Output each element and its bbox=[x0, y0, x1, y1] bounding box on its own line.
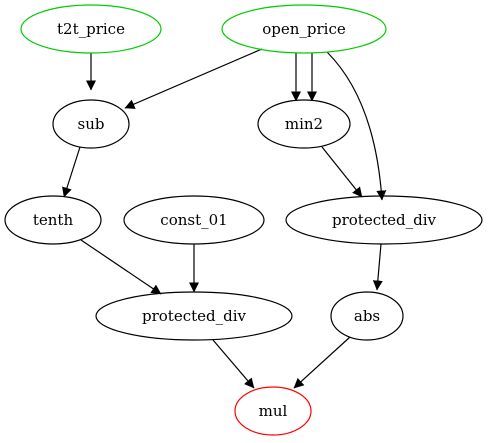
edge-protected-div-right-to-abs bbox=[372, 243, 383, 291]
node-tenth-label: tenth bbox=[33, 211, 74, 229]
node-t2t-price: t2t_price bbox=[20, 4, 162, 54]
node-min2: min2 bbox=[257, 99, 351, 149]
edge-tenth-to-protected-div-left bbox=[80, 239, 162, 295]
node-protected-div-right-shape bbox=[285, 195, 483, 245]
node-protected-div-left: protected_div bbox=[95, 291, 293, 341]
node-abs-label: abs bbox=[354, 307, 380, 325]
edge-protected-div-left-to-mul bbox=[212, 339, 255, 389]
node-protected-div-right: protected_div bbox=[285, 195, 483, 245]
node-const-01-label: const_01 bbox=[160, 211, 227, 229]
edge-min2-to-protected-div-right bbox=[321, 146, 363, 198]
node-abs: abs bbox=[330, 291, 404, 341]
node-t2t-price-label: t2t_price bbox=[57, 20, 125, 38]
node-open-price: open_price bbox=[221, 4, 387, 54]
node-tenth: tenth bbox=[4, 195, 102, 245]
node-protected-div-right-label: protected_div bbox=[332, 211, 437, 229]
edge-sub-to-tenth bbox=[62, 146, 81, 198]
node-protected-div-left-label: protected_div bbox=[142, 307, 247, 325]
node-mul: mul bbox=[234, 386, 312, 436]
node-mul-label: mul bbox=[259, 402, 288, 420]
node-tenth-shape bbox=[4, 195, 102, 245]
node-open-price-shape bbox=[221, 4, 387, 54]
node-const-01-shape bbox=[123, 195, 265, 245]
node-mul-shape bbox=[234, 386, 312, 436]
edges bbox=[62, 48, 387, 389]
edge-open-price-to-sub bbox=[124, 48, 263, 109]
node-sub-label: sub bbox=[78, 115, 105, 133]
node-t2t-price-shape bbox=[20, 4, 162, 54]
edge-open-price-to-protected-div-right bbox=[326, 51, 387, 201]
node-sub: sub bbox=[52, 99, 130, 149]
node-min2-label: min2 bbox=[285, 115, 323, 133]
node-abs-shape bbox=[330, 291, 404, 341]
node-protected-div-left-shape bbox=[95, 291, 293, 341]
node-min2-shape bbox=[257, 99, 351, 149]
node-sub-shape bbox=[52, 99, 130, 149]
node-const-01: const_01 bbox=[123, 195, 265, 245]
edge-abs-to-mul bbox=[293, 336, 351, 389]
node-open-price-label: open_price bbox=[262, 20, 346, 38]
